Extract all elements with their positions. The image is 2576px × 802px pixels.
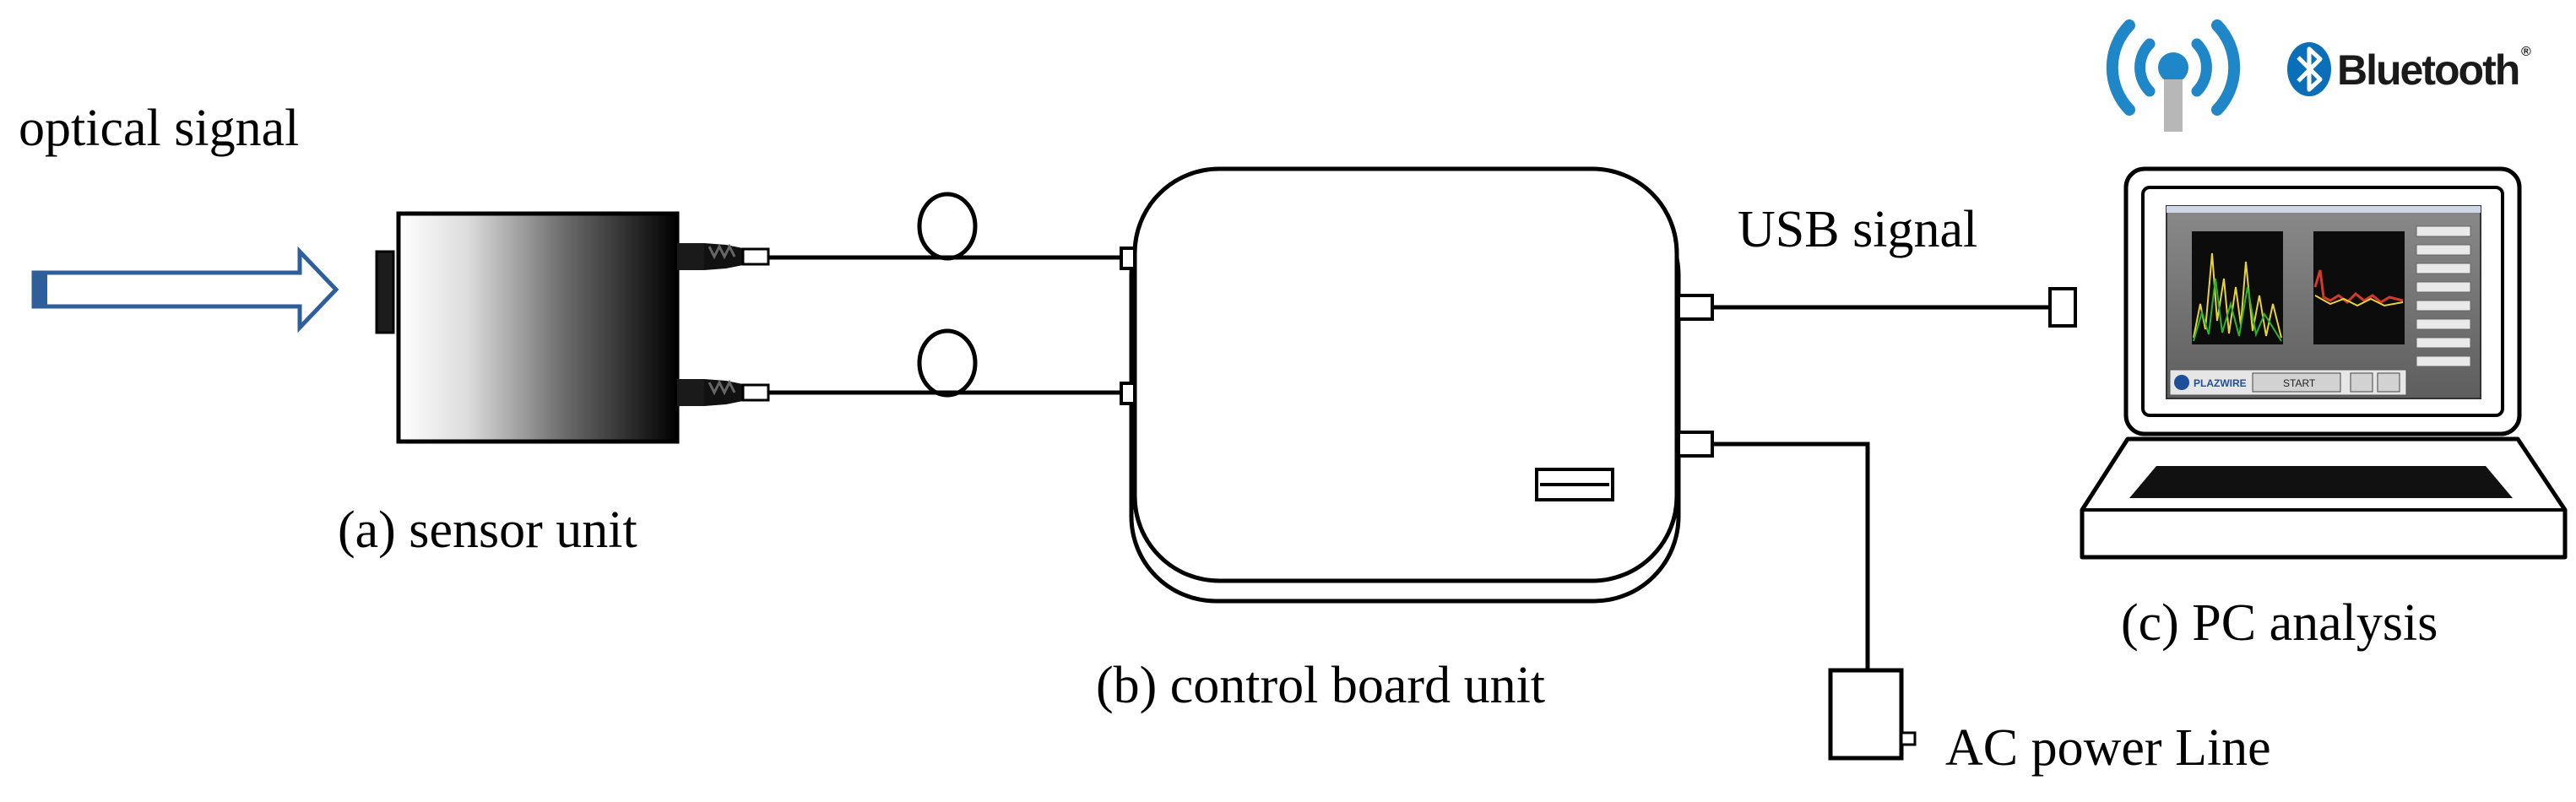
screen-brand-text: PLAZWIRE [2194, 377, 2247, 389]
board-port-usb [1677, 294, 1714, 321]
fiber-coil-top [917, 192, 978, 261]
bluetooth-logo: Bluetooth ® [2287, 42, 2531, 96]
optical-input-arrow-icon [31, 246, 339, 333]
wifi-icon [2106, 19, 2241, 132]
sensor-window [375, 250, 395, 334]
board-port-power [1677, 431, 1714, 458]
laptop-screen: PLAZWIRE START [2166, 205, 2481, 399]
sensor-connector-bottom [677, 379, 770, 406]
bluetooth-registered-mark: ® [2521, 45, 2531, 59]
screen-graph-right [2313, 231, 2405, 344]
ac-adapter-plug [1900, 731, 1917, 746]
ac-adapter [1828, 668, 1904, 761]
pc-analysis-label: (c) PC analysis [2121, 594, 2438, 652]
board-port-fiber-bottom [1120, 382, 1136, 405]
control-board-unit-label: (b) control board unit [1096, 657, 1545, 714]
screen-brand-logo-icon [2174, 375, 2189, 390]
screen-graph-left [2192, 231, 2283, 344]
ac-power-line: AC power Line [1712, 442, 2271, 777]
optical-signal-label: optical signal [19, 100, 299, 157]
sensor-connector-top [677, 243, 770, 270]
laptop-keyboard [2129, 466, 2513, 498]
fiber-coil-bottom [917, 328, 978, 398]
bluetooth-wordmark: Bluetooth [2337, 46, 2519, 94]
control-board-unit: (b) control board unit [1096, 166, 1714, 714]
control-board-body [1132, 166, 1679, 583]
usb-cable: USB signal [1712, 201, 2077, 328]
board-port-fiber-top [1120, 247, 1136, 270]
ac-power-line-label: AC power Line [1945, 719, 2271, 777]
laptop: PLAZWIRE START (c) PC analysis [2080, 166, 2568, 652]
fiber-cables [768, 192, 1123, 398]
board-card-slot [1535, 468, 1614, 501]
optical-signal-group: optical signal [19, 100, 339, 333]
sensor-unit: (a) sensor unit [338, 211, 770, 559]
sensor-unit-label: (a) sensor unit [338, 501, 637, 559]
screen-start-button: START [2283, 377, 2316, 389]
usb-plug [2048, 287, 2077, 328]
bluetooth-icon [2287, 42, 2331, 96]
usb-signal-label: USB signal [1738, 201, 1977, 258]
sensor-body [396, 211, 680, 444]
screen-control-panel [2416, 225, 2471, 367]
